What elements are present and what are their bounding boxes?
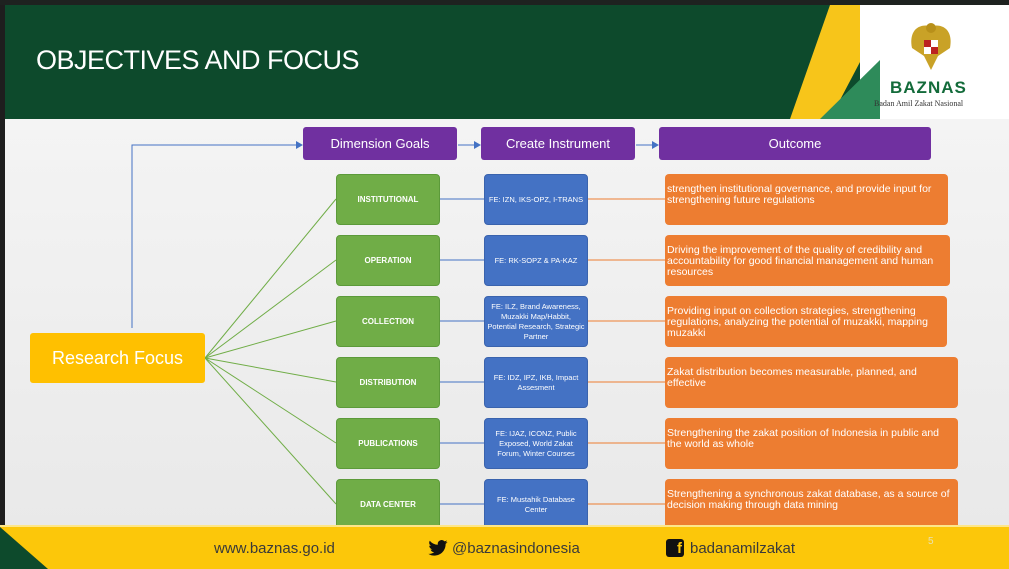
research-focus-box: Research Focus	[30, 333, 205, 383]
goal-data-center: DATA CENTER	[336, 479, 440, 530]
header-create-instrument: Create Instrument	[481, 127, 635, 160]
footer-facebook: badanamilzakat	[690, 540, 796, 557]
goal-operation: OPERATION	[336, 235, 440, 286]
facebook-icon: f	[666, 539, 684, 557]
outcome-distribution: Zakat distribution becomes measurable, p…	[665, 357, 958, 408]
instrument-data-center: FE: Mustahik Database Center	[484, 479, 588, 530]
window-top-bar	[0, 0, 1009, 5]
instrument-distribution: FE: IDZ, IPZ, IKB, Impact Assesment	[484, 357, 588, 408]
goal-distribution: DISTRIBUTION	[336, 357, 440, 408]
goal-collection: COLLECTION	[336, 296, 440, 347]
instrument-operation: FE: RK-SOPZ & PA-KAZ	[484, 235, 588, 286]
header-dimension-goals: Dimension Goals	[303, 127, 457, 160]
header-outcome: Outcome	[659, 127, 931, 160]
goal-publications: PUBLICATIONS	[336, 418, 440, 469]
footer-twitter: @baznasindonesia	[452, 540, 580, 557]
outcome-operation: Driving the improvement of the quality o…	[665, 235, 950, 286]
instrument-collection: FE: ILZ, Brand Awareness, Muzakki Map/Ha…	[484, 296, 588, 347]
outcome-data-center: Strengthening a synchronous zakat databa…	[665, 479, 958, 530]
outcome-publications: Strengthening the zakat position of Indo…	[665, 418, 958, 469]
page-number: 5	[928, 536, 934, 547]
goal-institutional: INSTITUTIONAL	[336, 174, 440, 225]
instrument-institutional: FE: IZN, IKS-OPZ, I-TRANS	[484, 174, 588, 225]
logo-subtitle: Badan Amil Zakat Nasional	[874, 99, 964, 108]
slide-footer	[0, 525, 1009, 569]
twitter-icon	[428, 540, 448, 556]
outcome-institutional: strengthen institutional governance, and…	[665, 174, 948, 225]
outcome-collection: Providing input on collection strategies…	[665, 296, 947, 347]
logo-name: BAZNAS	[890, 78, 967, 97]
footer-website: www.baznas.go.id	[214, 540, 335, 557]
slide-title: OBJECTIVES AND FOCUS	[36, 45, 360, 75]
garuda-emblem-icon	[911, 23, 951, 70]
instrument-publications: FE: IJAZ, ICONZ, Public Exposed, World Z…	[484, 418, 588, 469]
